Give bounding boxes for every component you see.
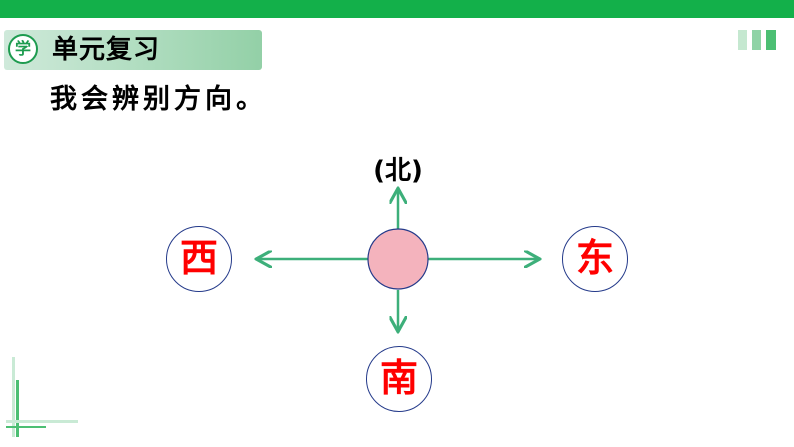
south-circle: 南 [366,346,432,412]
study-badge-icon: 学 [8,34,38,64]
east-circle: 东 [562,226,628,292]
unit-title: 单元复习 [52,35,161,65]
top-green-bar [0,0,794,18]
lesson-subtitle: 我会辨别方向。 [50,84,267,115]
center-point [367,228,429,290]
section-header-band [4,30,262,70]
west-circle: 西 [166,226,232,292]
north-label: (北) [373,156,423,186]
